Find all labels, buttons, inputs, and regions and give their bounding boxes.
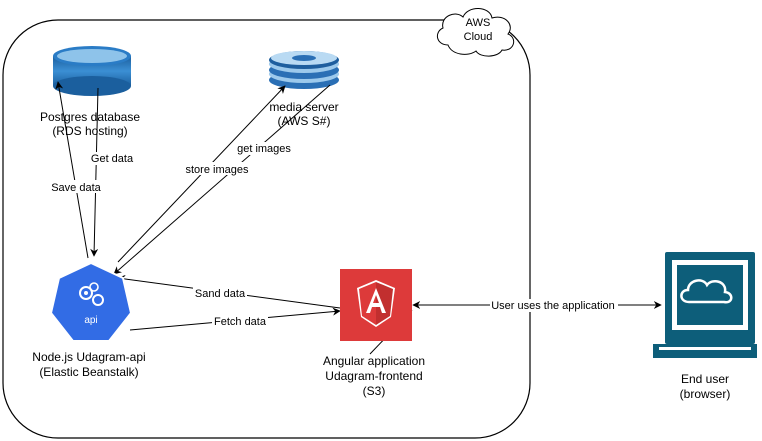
monitor-icon <box>653 252 757 358</box>
edge-label-user-uses: User uses the application <box>491 300 615 312</box>
edge-label-fetch-data: Fetch data <box>214 316 267 328</box>
edge-label-get-data: Get data <box>91 153 134 165</box>
angular-node[interactable]: Angular application Udagram-frontend (S3… <box>323 269 425 398</box>
edge-label-store-images: store images <box>186 164 249 176</box>
cloud-label-line1: AWS <box>466 17 491 29</box>
postgres-label-line2: (RDS hosting) <box>52 124 127 138</box>
angular-logo-icon <box>340 269 412 341</box>
kubernetes-api-icon: api <box>49 261 133 342</box>
edge-get-data <box>90 87 99 257</box>
edge-label-get-images: get images <box>237 143 291 155</box>
angular-label-line1: Angular application <box>323 354 425 368</box>
edge-label-sand-data: Sand data <box>195 288 246 300</box>
api-icon-text: api <box>84 315 97 326</box>
edge-label-save-data: Save data <box>51 182 101 194</box>
postgres-label-line1: Postgres database <box>40 110 140 124</box>
nodejs-api-node[interactable]: api Node.js Udagram-api (Elastic Beansta… <box>32 261 146 379</box>
cloud-icon <box>436 8 515 57</box>
media-server-label-line1: media server <box>269 100 338 114</box>
edge-get-images <box>113 84 331 275</box>
media-server-node[interactable]: media server (AWS S#) <box>269 51 339 128</box>
angular-label-line2: Udagram-frontend <box>325 369 422 383</box>
nodejs-label-line2: (Elastic Beanstalk) <box>39 365 138 379</box>
database-cylinder-icon <box>53 46 131 96</box>
nodejs-label-line1: Node.js Udagram-api <box>32 350 145 364</box>
media-server-label-line2: (AWS S#) <box>278 114 331 128</box>
storage-disk-icon <box>269 51 339 89</box>
edge-labels: Save data Get data get images store imag… <box>48 142 618 328</box>
cloud-label-line2: Cloud <box>464 31 493 43</box>
edge-save-data <box>55 81 89 259</box>
end-user-node[interactable]: End user (browser) <box>653 252 757 401</box>
end-user-label-line1: End user <box>681 372 729 386</box>
end-user-label-line2: (browser) <box>680 387 731 401</box>
angular-label-line3: (S3) <box>363 384 386 398</box>
